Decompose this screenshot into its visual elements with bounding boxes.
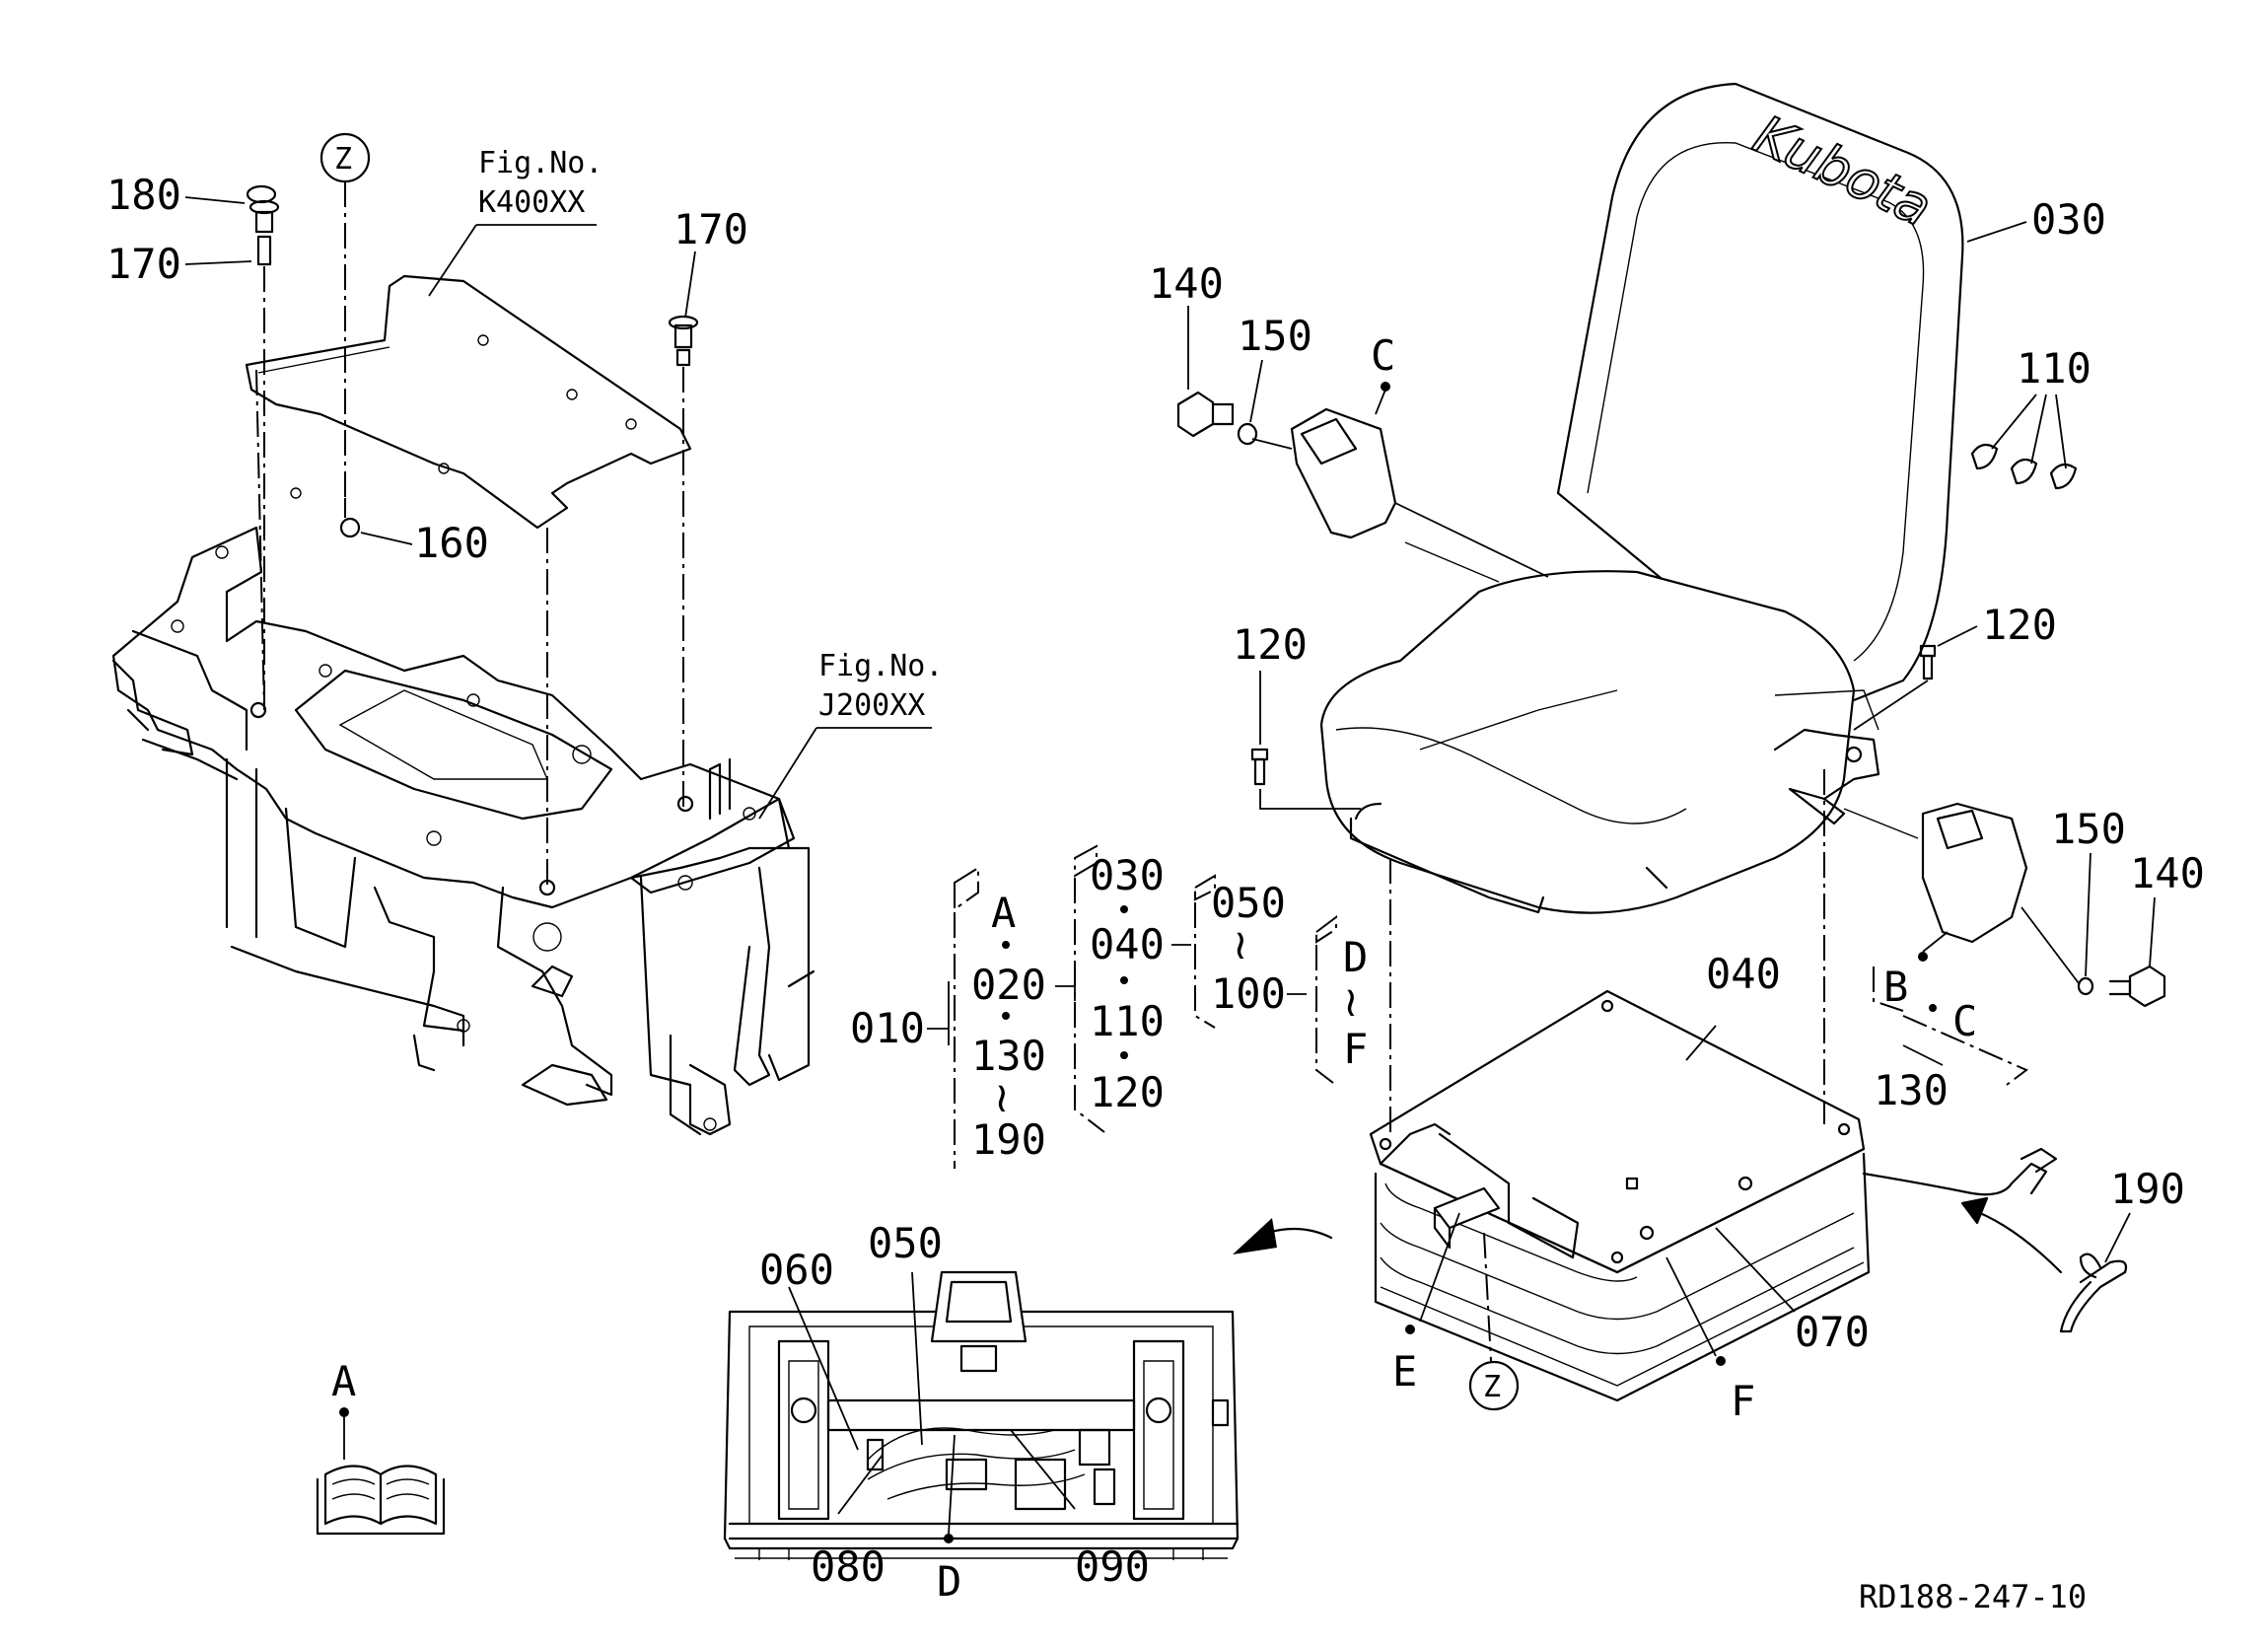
part-label-120-left: 120 — [1233, 620, 1308, 669]
assembly-hierarchy: 010 A 020 130 ≀ 190 030 040 110 120 050 … — [850, 844, 1368, 1169]
drawing-code: RD188-247-10 — [1859, 1578, 2087, 1615]
tree-g2-120: 120 — [1090, 1068, 1165, 1116]
fig-ref-k400xx: Fig.No. K400XX — [428, 146, 602, 297]
part-label-070: 070 — [1795, 1308, 1870, 1356]
tree-g3-tilde: ≀ — [1233, 920, 1248, 968]
part-label-190: 190 — [2110, 1165, 2185, 1213]
part-label-090: 090 — [1075, 1542, 1150, 1591]
part-label-110: 110 — [2017, 344, 2091, 393]
tree-g1-tilde: ≀ — [994, 1073, 1010, 1121]
part-label-030: 030 — [2031, 195, 2106, 244]
part-label-060: 060 — [759, 1246, 834, 1294]
ref-label-c-lower: C — [1952, 997, 1977, 1045]
tree-g1-190: 190 — [971, 1115, 1046, 1164]
part-label-140-upper: 140 — [1149, 259, 1224, 308]
ref-label-f: F — [1731, 1377, 1755, 1425]
ref-z-marker-lower — [1468, 1360, 1520, 1411]
tree-g2-030: 030 — [1090, 851, 1165, 899]
fig-ref-j200xx-line1: Fig.No. — [818, 649, 943, 683]
operator-seat: Kubota — [1176, 82, 2166, 1402]
part-label-050: 050 — [868, 1219, 943, 1267]
part-label-130: 130 — [1874, 1066, 1949, 1114]
tree-g1-130: 130 — [971, 1032, 1046, 1080]
ref-z-label: Z — [334, 142, 352, 177]
ref-label-b: B — [1883, 963, 1908, 1011]
part-label-040: 040 — [1706, 950, 1781, 998]
left-part-labels: 180 170 170 160 — [106, 171, 748, 567]
ref-z-label-lower: Z — [1483, 1370, 1501, 1404]
part-label-150-lower: 150 — [2051, 805, 2126, 853]
fig-ref-k400xx-line2: K400XX — [478, 185, 585, 220]
tree-g4-f: F — [1343, 1025, 1368, 1073]
part-label-150-upper: 150 — [1238, 312, 1312, 360]
ref-label-c-upper: C — [1371, 331, 1395, 380]
part-label-120-right: 120 — [1982, 601, 2057, 649]
book-icon — [316, 1465, 446, 1536]
right-part-labels: 140 150 C 030 110 120 120 040 150 140 B … — [1149, 195, 2205, 1425]
tree-g3-050: 050 — [1211, 879, 1286, 927]
tree-root-010: 010 — [850, 1004, 925, 1052]
part-label-180: 180 — [106, 171, 181, 219]
part-label-170-right: 170 — [673, 205, 748, 253]
ref-z-marker: Z — [319, 132, 371, 498]
tree-g3-100: 100 — [1211, 969, 1286, 1018]
part-label-080: 080 — [811, 1542, 886, 1591]
fig-ref-j200xx: Fig.No. J200XX — [758, 649, 943, 820]
tree-g4-tilde: ≀ — [1343, 977, 1359, 1026]
fig-ref-k400xx-line1: Fig.No. — [478, 146, 602, 180]
ref-label-d: D — [937, 1557, 961, 1606]
fig-ref-j200xx-line2: J200XX — [818, 688, 925, 723]
tree-g1-020: 020 — [971, 961, 1046, 1009]
ref-label-a: A — [331, 1357, 356, 1405]
tree-g2-110: 110 — [1090, 997, 1165, 1045]
tree-g1-a: A — [991, 889, 1016, 937]
seat-underside-view — [723, 1218, 1333, 1560]
part-label-170-left: 170 — [106, 240, 181, 288]
underside-part-labels: 050 060 080 D 090 — [759, 1219, 1150, 1606]
ref-label-e: E — [1392, 1347, 1417, 1396]
manual-reference: A — [316, 1357, 446, 1536]
tree-g2-040: 040 — [1090, 920, 1165, 968]
part-label-140-lower: 140 — [2130, 849, 2205, 897]
seat-mount-frame — [111, 184, 815, 1136]
tree-g4-d: D — [1343, 933, 1368, 981]
part-label-160: 160 — [414, 519, 489, 567]
